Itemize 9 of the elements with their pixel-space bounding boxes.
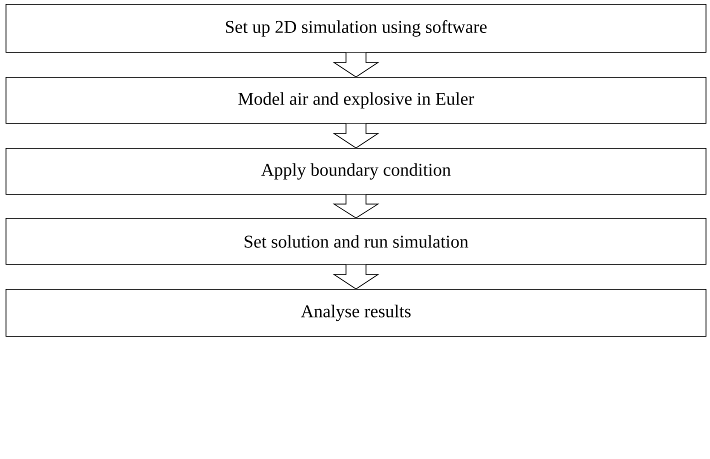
process-box: Set solution and run simulation bbox=[6, 218, 706, 265]
block-arrow bbox=[332, 194, 380, 218]
process-box: Apply boundary condition bbox=[6, 148, 706, 195]
block-arrow bbox=[332, 123, 380, 148]
block-arrow bbox=[332, 52, 380, 78]
process-box: Set up 2D simulation using software bbox=[6, 4, 706, 53]
block-arrow bbox=[332, 264, 380, 290]
process-box: Analyse results bbox=[6, 289, 706, 337]
process-box: Model air and explosive in Euler bbox=[6, 77, 706, 124]
